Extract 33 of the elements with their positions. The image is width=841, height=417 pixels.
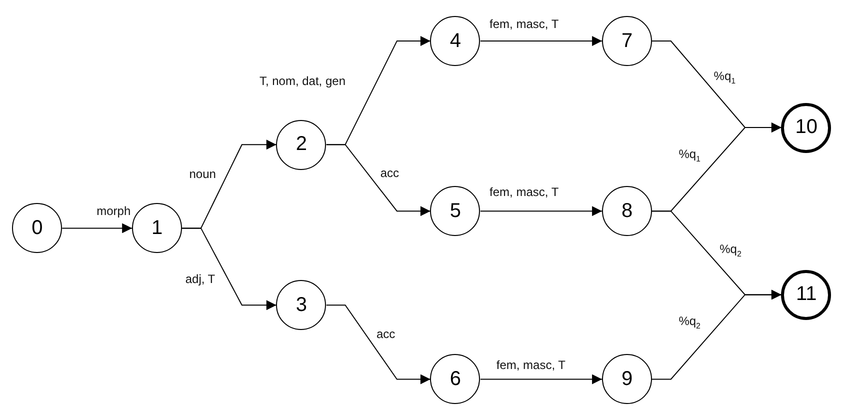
- edge-label: fem, masc, T: [490, 184, 559, 198]
- edge-label: acc: [380, 166, 400, 180]
- arrow: [326, 304, 431, 384]
- state-number: 8: [621, 200, 633, 223]
- state-number: 4: [450, 30, 461, 53]
- arrow: [652, 290, 782, 380]
- state-number: 0: [32, 216, 43, 240]
- edge-label: fem, masc, T: [490, 17, 559, 32]
- edge-label: %q$_{2}$: [678, 314, 700, 332]
- arrow: [480, 374, 603, 384]
- edge-label: adj, T: [185, 272, 216, 286]
- arrow: [326, 144, 431, 216]
- edge-label: %q$_{1}$: [714, 68, 736, 87]
- state-number: 5: [450, 200, 461, 223]
- state-number: 1: [152, 216, 163, 240]
- edge-label: T, nom, dat, gen: [259, 74, 346, 88]
- edge-label: acc: [376, 327, 396, 341]
- arrow: [62, 223, 133, 234]
- edge-label: fem, masc, T: [496, 358, 566, 372]
- edge-label: morph: [96, 204, 131, 218]
- edge-label: noun: [189, 167, 216, 182]
- edge-label: %q$_{1}$: [678, 146, 700, 165]
- arrow: [182, 228, 277, 310]
- state-number: 11: [796, 283, 817, 306]
- edge-label: %q$_{2}$: [720, 242, 742, 261]
- state-number: 10: [795, 116, 818, 139]
- arrow: [480, 36, 603, 46]
- arrow: [480, 206, 603, 216]
- state-number: 9: [621, 368, 633, 391]
- state-number: 3: [296, 294, 307, 317]
- state-number: 7: [621, 30, 633, 53]
- state-number: 6: [450, 368, 461, 391]
- state-number: 2: [296, 133, 307, 156]
